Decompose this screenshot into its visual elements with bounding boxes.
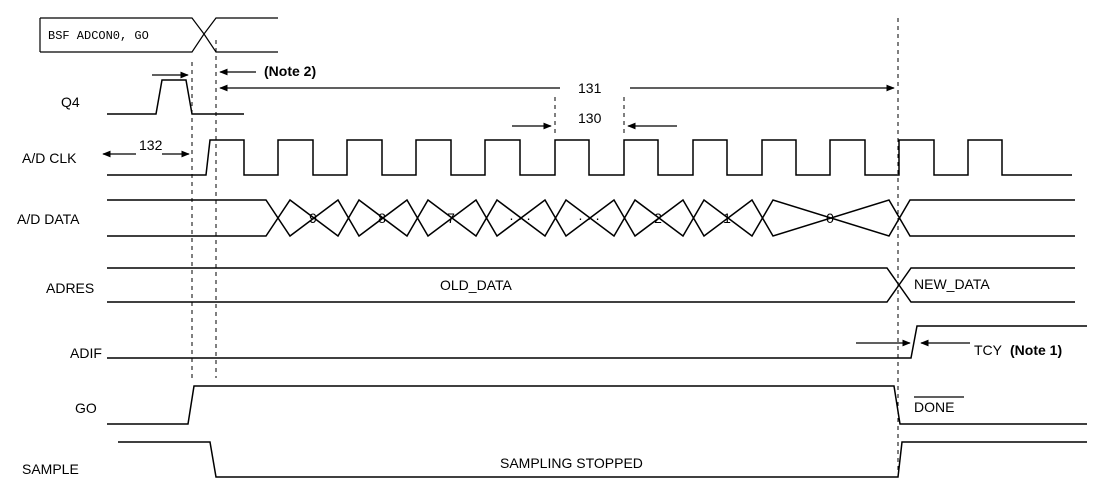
data-bit-0: 0: [826, 210, 834, 226]
ad-clk-waveform: [107, 139, 1072, 176]
signal-label-q4: Q4: [61, 94, 80, 110]
data-bit-2: 2: [654, 210, 662, 226]
param-131-label: 131: [578, 80, 602, 96]
param-130-label: 130: [578, 110, 602, 126]
sample-waveform: [118, 441, 1087, 478]
data-bit-1: 1: [723, 210, 731, 226]
go-waveform: [107, 385, 1087, 425]
data-bit-ellipsis-2: · · ·: [578, 210, 600, 226]
instruction-label: BSF ADCON0, GO: [48, 29, 149, 43]
adres-waveform: [107, 267, 1075, 303]
q4-waveform: [107, 79, 244, 115]
adres-old-data: OLD_DATA: [440, 277, 512, 293]
reference-lines: [191, 18, 899, 470]
signal-label-adif: ADIF: [70, 345, 102, 361]
tcy-label: TCY: [974, 342, 1003, 358]
data-bit-7: 7: [447, 210, 455, 226]
note2-label: (Note 2): [264, 63, 316, 79]
data-bit-ellipsis-1: · · ·: [509, 210, 531, 226]
data-bit-9: 9: [309, 210, 317, 226]
go-done-label: DONE: [914, 399, 954, 415]
param-132-label: 132: [139, 137, 163, 153]
signal-label-ad-data: A/D DATA: [17, 211, 80, 227]
data-bit-8: 8: [378, 210, 386, 226]
ad-data-waveform: [107, 198, 1075, 238]
sampling-stopped-label: SAMPLING STOPPED: [500, 455, 643, 471]
signal-label-sample: SAMPLE: [22, 461, 79, 477]
adres-new-data: NEW_DATA: [914, 276, 990, 292]
note1-label: (Note 1): [1010, 342, 1062, 358]
adif-waveform: [107, 325, 1087, 359]
signal-label-adres: ADRES: [46, 280, 94, 296]
signal-label-go: GO: [75, 400, 97, 416]
signal-label-ad-clk: A/D CLK: [22, 150, 77, 166]
instruction-trace: BSF ADCON0, GO: [39, 17, 278, 53]
